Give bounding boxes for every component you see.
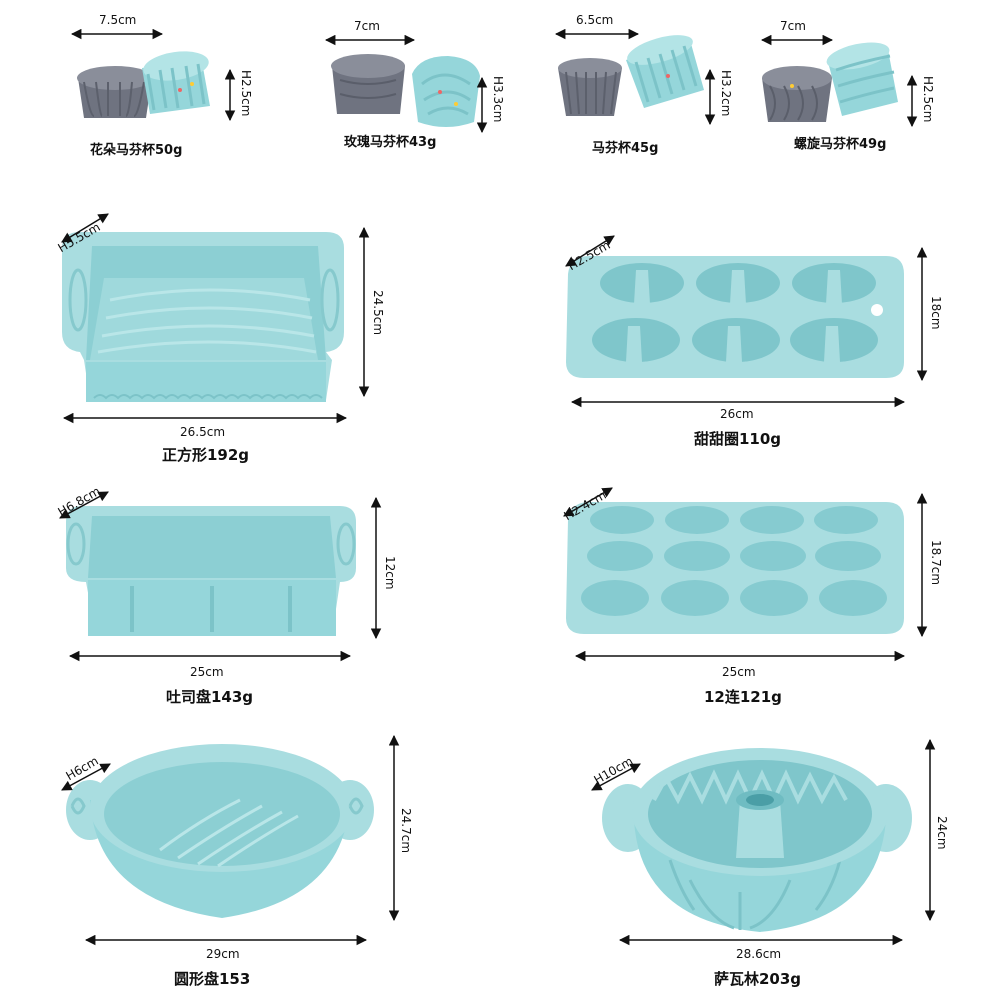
twelve-cup-tray-depth: 18.7cm <box>929 540 943 586</box>
rose-cup-height: H3.3cm <box>491 76 505 123</box>
toast-pan-depth: 12cm <box>383 556 397 590</box>
savarin-pan-name: 萨瓦林203g <box>714 970 802 988</box>
square-pan-width: 26.5cm <box>180 425 226 439</box>
flower-cup-height: H2.5cm <box>239 70 253 117</box>
spiral-cup-name: 螺旋马芬杯49g <box>794 137 887 152</box>
round-pan-width: 29cm <box>206 947 240 961</box>
plain-muffin-cups-image <box>558 35 704 116</box>
spiral-muffin-cups-image <box>762 42 898 122</box>
flower-cup-width: 7.5cm <box>99 13 137 27</box>
rose-cup-width: 7cm <box>354 19 380 33</box>
donut-tray-image <box>566 256 904 378</box>
savarin-pan-depth: 24cm <box>935 816 949 850</box>
toast-pan-name: 吐司盘143g <box>166 688 254 706</box>
flower-muffin-cups-image <box>77 51 210 118</box>
rose-muffin-cups-image <box>331 54 480 127</box>
spiral-cup-width: 7cm <box>780 19 806 33</box>
flower-cup-name: 花朵马芬杯50g <box>90 143 183 158</box>
square-pan-depth: 24.5cm <box>371 290 385 336</box>
twelve-cup-tray-width: 25cm <box>722 665 756 679</box>
donut-tray-name: 甜甜圈110g <box>694 430 782 448</box>
rose-cup-name: 玫瑰马芬杯43g <box>344 135 437 150</box>
toast-pan-image <box>66 506 356 636</box>
dimension-arrows <box>59 28 936 946</box>
donut-tray-depth: 18cm <box>929 296 943 330</box>
twelve-cup-tray-image <box>566 502 904 634</box>
savarin-pan-width: 28.6cm <box>736 947 782 961</box>
plain-cup-name: 马芬杯45g <box>592 141 659 156</box>
twelve-cup-tray-name: 12连121g <box>704 688 782 706</box>
savarin-pan-image <box>602 748 912 932</box>
toast-pan-width: 25cm <box>190 665 224 679</box>
round-pan-depth: 24.7cm <box>399 808 413 854</box>
round-pan-image <box>66 744 374 918</box>
square-pan-image <box>62 232 344 402</box>
square-pan-name: 正方形192g <box>162 446 250 464</box>
spiral-cup-height: H2.5cm <box>921 76 935 123</box>
round-pan-name: 圆形盘153 <box>174 970 251 988</box>
donut-tray-width: 26cm <box>720 407 754 421</box>
plain-cup-height: H3.2cm <box>719 70 733 117</box>
plain-cup-width: 6.5cm <box>576 13 614 27</box>
